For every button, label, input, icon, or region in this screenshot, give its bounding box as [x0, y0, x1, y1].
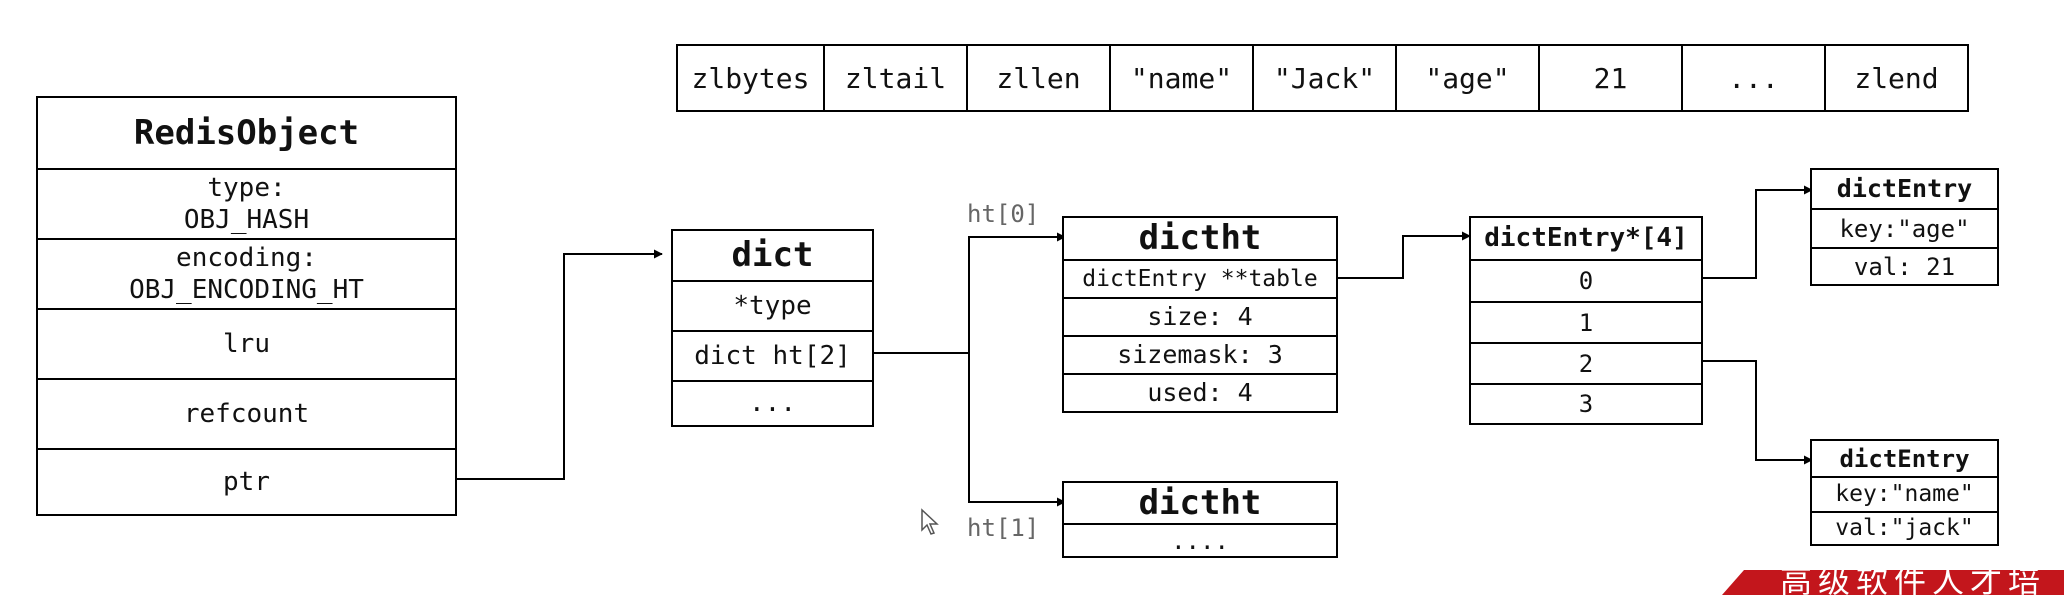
dict-title: dict: [731, 235, 814, 276]
bucket-slot: 0: [1471, 259, 1701, 301]
bucket-slot: 3: [1471, 383, 1701, 423]
dict-entry-val: val:"jack": [1812, 511, 1997, 544]
ziplist-cell: zlbytes: [691, 61, 810, 95]
dict-entry-key: key:"name": [1812, 476, 1997, 511]
redis-object-title: RedisObject: [133, 112, 360, 153]
dictht0-box: dictht dictEntry **table size: 4 sizemas…: [1062, 216, 1338, 413]
dict-type: *type: [673, 280, 872, 330]
ziplist: zlbytes zltail zllen "name" "Jack" "age"…: [676, 44, 1969, 112]
type-value: OBJ_HASH: [183, 205, 310, 235]
dictht1-box: dictht ....: [1062, 481, 1338, 558]
dict-entry-title: dictEntry: [1839, 444, 1970, 473]
ziplist-cell: "name": [1109, 46, 1252, 110]
bucket-slot: 1: [1471, 301, 1701, 342]
mouse-cursor-icon: [921, 508, 939, 535]
bucket-slot: 2: [1471, 342, 1701, 383]
dictht0-sizemask: sizemask: 3: [1064, 335, 1336, 373]
dictht0-title: dictht: [1138, 218, 1262, 259]
dictht0-size: size: 4: [1064, 297, 1336, 335]
redis-object-refcount: refcount: [38, 378, 455, 448]
ziplist-cell: zltail: [823, 46, 966, 110]
bucket0-to-age-arrow: [1703, 185, 1813, 279]
ptr-to-dict-arrow: [456, 249, 663, 480]
ziplist-cell: zlend: [1824, 46, 1967, 110]
dict-entry-key: key:"age": [1812, 208, 1997, 247]
type-label: type:: [207, 172, 286, 203]
dict-entry-age: dictEntry key:"age" val: 21: [1810, 168, 1999, 286]
ziplist-cell: "Jack": [1252, 46, 1395, 110]
ht0-arrow: [968, 232, 1066, 353]
dict-ht: dict ht[2]: [673, 330, 872, 380]
dict-entry-title: dictEntry: [1836, 174, 1973, 204]
redis-object-ptr: ptr: [38, 448, 455, 514]
dictht1-more: ....: [1064, 523, 1336, 556]
bucket2-to-name-arrow: [1703, 360, 1813, 465]
bucket-array-box: dictEntry*[4] 0 1 2 3: [1469, 216, 1703, 425]
ht0-label: ht[0]: [967, 200, 1040, 228]
ziplist-cell: ...: [1681, 46, 1824, 110]
ziplist-cell: zllen: [966, 46, 1109, 110]
redis-object-encoding: encoding: OBJ_ENCODING_HT: [38, 238, 455, 308]
encoding-label: encoding:: [176, 242, 317, 273]
dictht0-used: used: 4: [1064, 373, 1336, 411]
banner-text: 高级软件人才培: [1780, 570, 2047, 595]
dict-more: ...: [673, 380, 872, 425]
dictht0-table: dictEntry **table: [1064, 259, 1336, 297]
dict-entry-val: val: 21: [1812, 247, 1997, 284]
ziplist-cell: "age": [1395, 46, 1538, 110]
encoding-value: OBJ_ENCODING_HT: [129, 275, 364, 305]
dictht1-title: dictht: [1138, 482, 1262, 523]
watermark-banner: 高级软件人才培: [1722, 570, 2064, 595]
dict-box: dict *type dict ht[2] ...: [671, 229, 874, 427]
dict-entry-name: dictEntry key:"name" val:"jack": [1810, 439, 1999, 546]
redis-object-box: RedisObject type: OBJ_HASH encoding: OBJ…: [36, 96, 457, 516]
bucket-array-title: dictEntry*[4]: [1484, 223, 1688, 254]
ziplist-cell: 21: [1538, 46, 1681, 110]
ht1-label: ht[1]: [967, 514, 1040, 542]
table-to-bucket-arrow: [1337, 231, 1471, 279]
redis-object-type: type: OBJ_HASH: [38, 168, 455, 238]
ht1-arrow: [968, 353, 1066, 507]
redis-object-lru: lru: [38, 308, 455, 378]
